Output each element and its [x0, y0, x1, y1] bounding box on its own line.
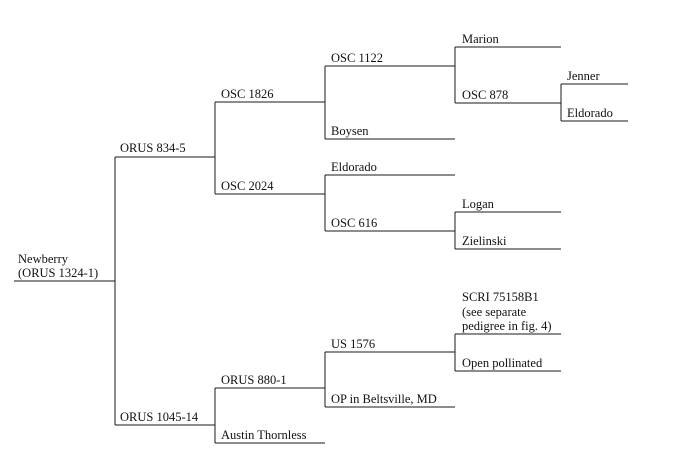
- open-pollinated-label: Open pollinated: [462, 356, 543, 370]
- osc-878-label: OSC 878: [462, 88, 508, 102]
- node-osc-616: OSC 616: [325, 216, 455, 232]
- boysen-label: Boysen: [331, 124, 369, 138]
- scri-label: SCRI 75158B1: [462, 290, 539, 304]
- node-osc-1122: OSC 1122: [325, 51, 455, 67]
- scri-note-line1: (see separate: [462, 305, 527, 319]
- node-osc-2024: OSC 2024: [215, 179, 325, 195]
- scri-note-line2: pedigree in fig. 4): [462, 319, 552, 333]
- us-1576-label: US 1576: [331, 337, 375, 351]
- osc-616-label: OSC 616: [331, 216, 377, 230]
- osc-1826-label: OSC 1826: [221, 87, 273, 101]
- node-zielinski: Zielinski: [455, 234, 561, 250]
- marion-label: Marion: [462, 32, 500, 46]
- root-id: (ORUS 1324-1): [18, 266, 98, 280]
- node-eldorado-gen5: Eldorado: [561, 106, 628, 122]
- node-logan: Logan: [455, 197, 561, 213]
- austin-thornless-label: Austin Thornless: [221, 428, 307, 442]
- node-austin-thornless: Austin Thornless: [215, 428, 325, 444]
- node-us-1576: US 1576: [325, 337, 455, 353]
- node-scri-75158b1: SCRI 75158B1 (see separate pedigree in f…: [455, 290, 561, 335]
- orus-834-5-label: ORUS 834-5: [120, 141, 186, 155]
- node-open-pollinated: Open pollinated: [455, 356, 561, 372]
- logan-label: Logan: [462, 197, 495, 211]
- node-op-beltsville: OP in Beltsville, MD: [325, 392, 455, 408]
- zielinski-label: Zielinski: [462, 234, 507, 248]
- node-newberry: Newberry (ORUS 1324-1): [14, 252, 115, 282]
- node-orus-1045-14: ORUS 1045-14: [115, 410, 215, 426]
- orus-1045-14-label: ORUS 1045-14: [120, 410, 199, 424]
- jenner-label: Jenner: [567, 69, 600, 83]
- root-name: Newberry: [18, 252, 69, 266]
- osc-2024-label: OSC 2024: [221, 179, 274, 193]
- node-eldorado-gen3: Eldorado: [325, 160, 455, 176]
- node-orus-880-1: ORUS 880-1: [215, 373, 325, 389]
- node-osc-1826: OSC 1826: [215, 87, 325, 103]
- node-jenner: Jenner: [561, 69, 628, 85]
- osc-1122-label: OSC 1122: [331, 51, 383, 65]
- node-marion: Marion: [455, 32, 561, 48]
- eldorado-gen5-label: Eldorado: [567, 106, 613, 120]
- node-orus-834-5: ORUS 834-5: [115, 141, 215, 158]
- node-osc-878: OSC 878: [455, 88, 561, 104]
- eldorado-gen3-label: Eldorado: [331, 160, 377, 174]
- op-beltsville-label: OP in Beltsville, MD: [331, 392, 437, 406]
- node-boysen: Boysen: [325, 124, 455, 140]
- orus-880-1-label: ORUS 880-1: [221, 373, 287, 387]
